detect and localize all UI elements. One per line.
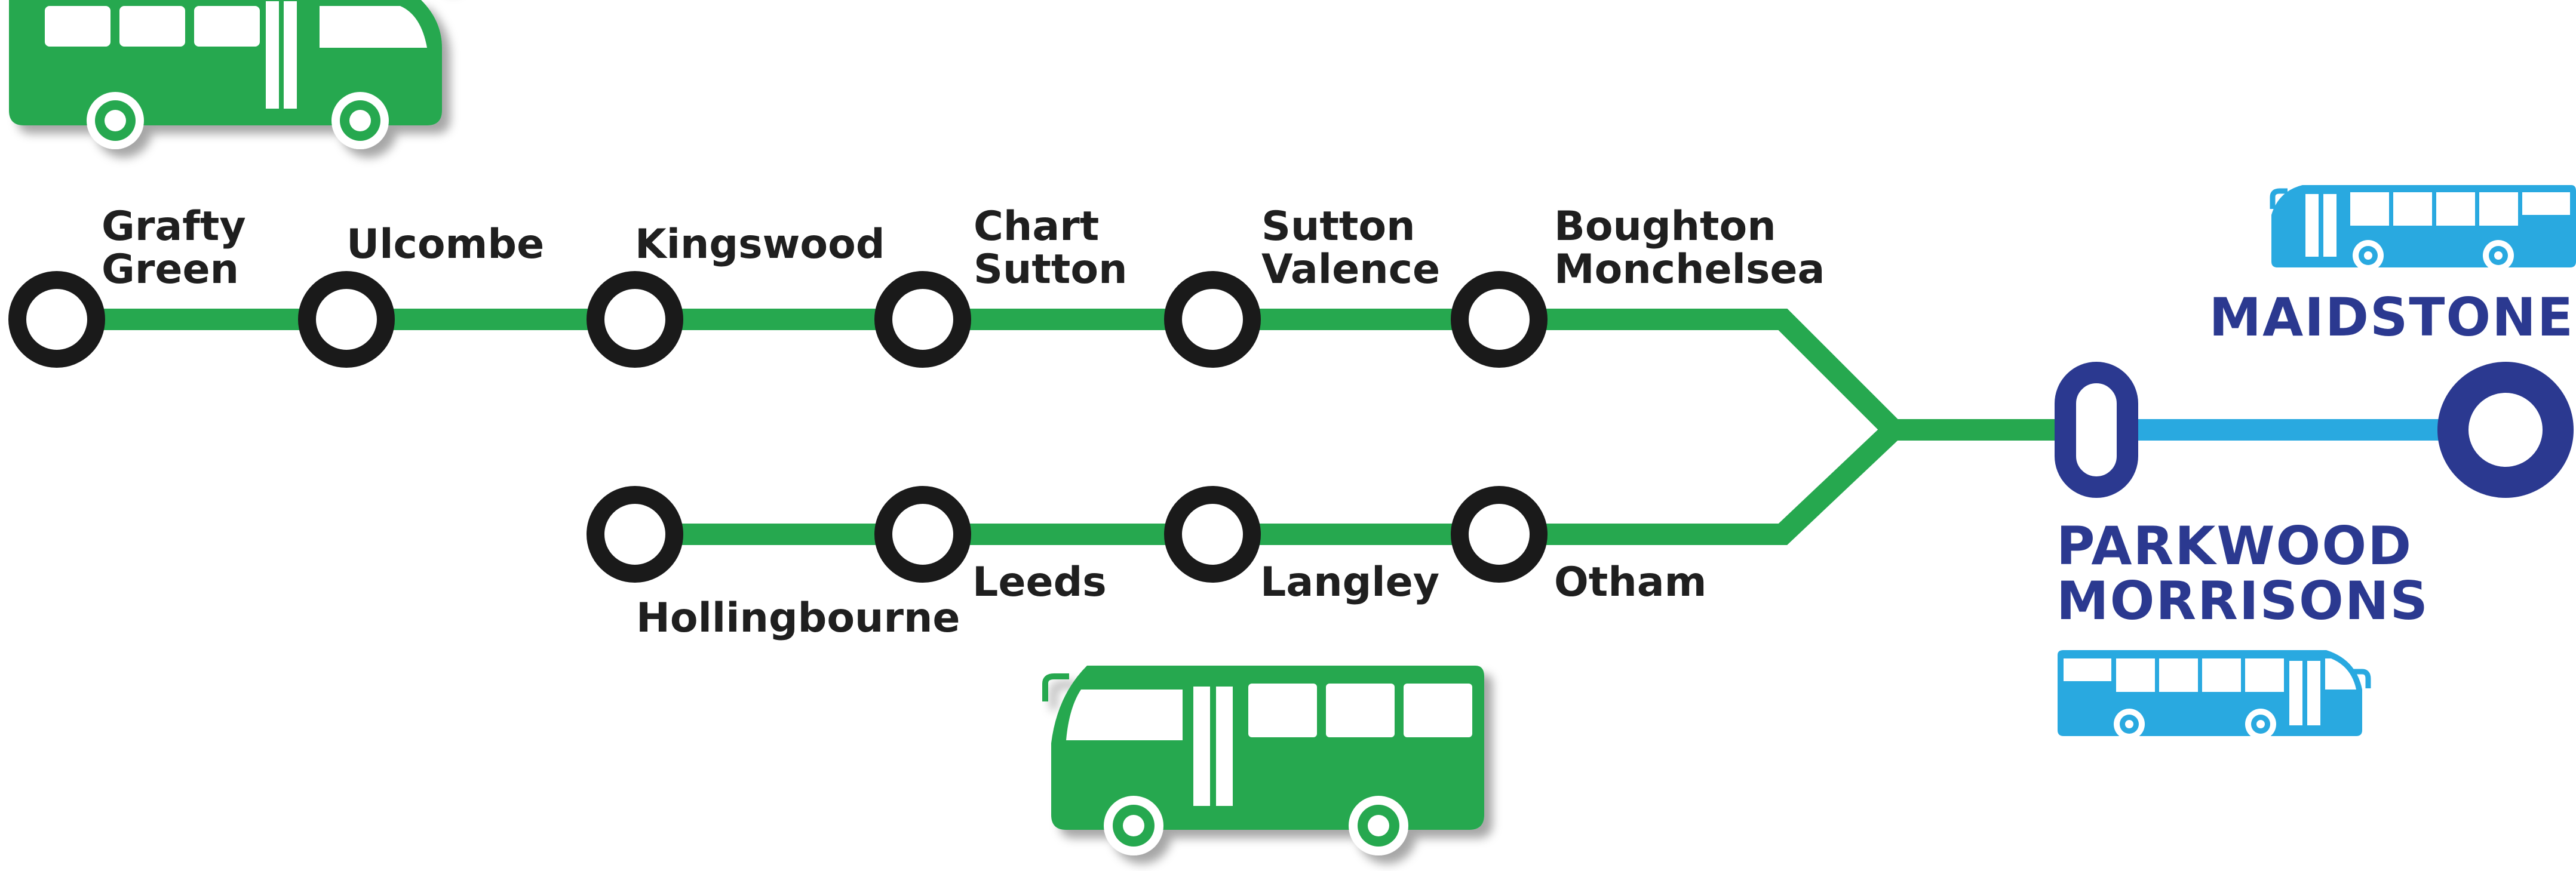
stop-label: Hollingbourne — [636, 595, 960, 642]
minibus-icon — [1042, 666, 1484, 855]
bus-icon — [2058, 650, 2371, 740]
minibus-icon — [9, 0, 442, 149]
lower-branch-line — [633, 421, 1901, 545]
stop-label: Ulcombe — [346, 221, 544, 268]
stop-label: Langley — [1260, 559, 1439, 606]
stop-marker[interactable] — [587, 486, 683, 583]
stop-marker[interactable] — [298, 271, 395, 368]
interchange-marker[interactable] — [2055, 362, 2138, 498]
stop-otham[interactable]: Otham — [1451, 486, 1706, 606]
lower-branch-stops: Hollingbourne Leeds Langley Otham — [587, 486, 1706, 642]
stop-marker[interactable] — [1164, 486, 1261, 583]
hub-label: MAIDSTONE — [2209, 287, 2574, 348]
stop-hollingbourne[interactable]: Hollingbourne — [587, 486, 960, 642]
stop-label: Kingswood — [635, 221, 885, 268]
stop-kingswood[interactable]: Kingswood — [587, 221, 885, 368]
stop-marker[interactable] — [874, 271, 971, 368]
stop-marker[interactable] — [8, 271, 105, 368]
bus-icon — [2270, 185, 2576, 271]
stop-label: Otham — [1554, 559, 1706, 606]
stop-langley[interactable]: Langley — [1164, 486, 1439, 606]
stop-marker[interactable] — [1164, 271, 1261, 368]
hub-maidstone[interactable]: MAIDSTONE — [2209, 287, 2574, 498]
stop-marker[interactable] — [1451, 271, 1548, 368]
stop-label: Leeds — [972, 559, 1107, 606]
stop-ulcombe[interactable]: Ulcombe — [298, 221, 544, 368]
stop-marker[interactable] — [587, 271, 683, 368]
stop-leeds[interactable]: Leeds — [874, 486, 1107, 606]
terminus-marker[interactable] — [2437, 362, 2574, 498]
stop-marker[interactable] — [1451, 486, 1548, 583]
stop-marker[interactable] — [874, 486, 971, 583]
